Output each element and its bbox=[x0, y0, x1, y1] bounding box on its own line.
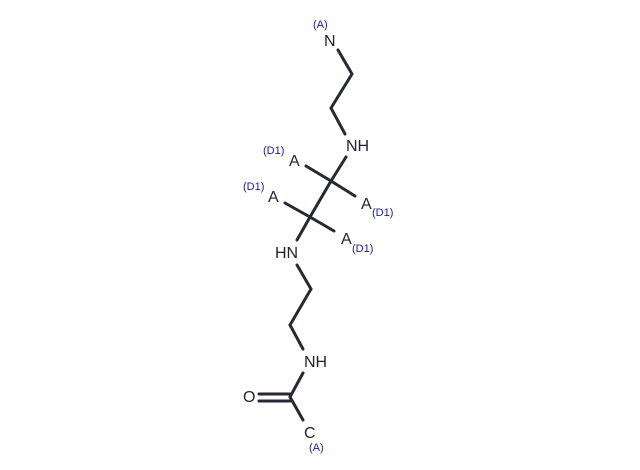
a1-tag: (D1) bbox=[263, 145, 284, 157]
bond-c2-a4 bbox=[308, 215, 336, 233]
atom-a4: A bbox=[341, 231, 352, 248]
atom-a2: A bbox=[361, 196, 372, 213]
atom-labels: (A) N NH (D1) A A (D1) (D1) A A (D1) HN … bbox=[243, 19, 393, 454]
bond-c1-c2 bbox=[308, 179, 333, 219]
atom-nh1: NH bbox=[346, 138, 369, 155]
bond-nh2-c bbox=[288, 371, 305, 399]
atom-o: O bbox=[243, 389, 255, 406]
c-bottom-tag: (A) bbox=[309, 442, 324, 454]
bond-c1-a1 bbox=[304, 164, 333, 183]
bond-c1-a2 bbox=[329, 179, 357, 198]
a2-tag: (D1) bbox=[372, 207, 393, 219]
bond-chain-top bbox=[329, 48, 354, 136]
a3-tag: (D1) bbox=[243, 181, 264, 193]
atom-a1: A bbox=[289, 153, 300, 170]
bond-c2-hn bbox=[295, 215, 312, 242]
bond-chain-bottom bbox=[288, 263, 313, 351]
atom-a3: A bbox=[268, 189, 279, 206]
atom-c-bottom: C bbox=[304, 425, 316, 442]
atom-n-top: N bbox=[324, 33, 336, 50]
a4-tag: (D1) bbox=[352, 243, 373, 255]
bond-c-cbottom bbox=[288, 395, 305, 422]
atom-hn: HN bbox=[275, 245, 298, 262]
bond-c2-a3 bbox=[283, 201, 312, 219]
atom-nh2: NH bbox=[304, 354, 327, 371]
bonds bbox=[257, 48, 357, 422]
n-top-tag: (A) bbox=[313, 19, 328, 31]
bond-nh1-c1 bbox=[329, 155, 348, 183]
